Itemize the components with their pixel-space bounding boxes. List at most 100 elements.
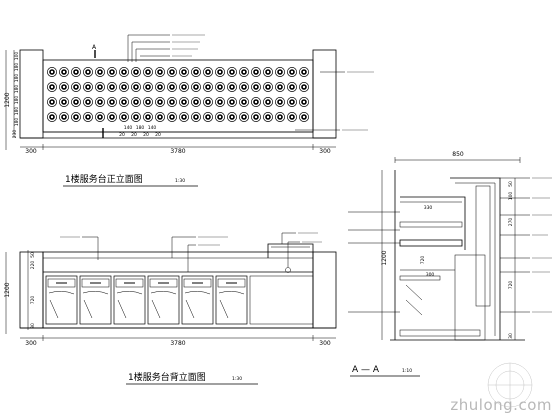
watermark-logo: zhulong.com <box>450 396 552 414</box>
ornament-highlight <box>230 70 234 74</box>
ornament-circle <box>119 97 129 107</box>
back-stack-dim: 50 <box>30 252 36 258</box>
section-a-a: 850 330 720 300 1200 50 100 270 720 30 <box>348 151 552 377</box>
back-dim-middle: 3780 <box>170 340 185 347</box>
ornament-circle <box>191 112 201 122</box>
cabinet-door-swing <box>116 291 143 319</box>
ornament-highlight <box>278 85 282 89</box>
ornament-highlight <box>278 100 282 104</box>
ornament-circle <box>263 67 273 77</box>
ornament-circle <box>191 67 201 77</box>
ornament-circle <box>59 112 69 122</box>
ornament-circle <box>251 67 261 77</box>
ornament-highlight <box>206 70 210 74</box>
ornament-circle <box>299 97 309 107</box>
ornament-highlight <box>158 70 162 74</box>
ornament-highlight <box>170 115 174 119</box>
front-dim-middle: 3780 <box>170 148 185 155</box>
back-counter-body <box>42 251 314 329</box>
ornament-circle <box>299 112 309 122</box>
ornament-circle <box>239 112 249 122</box>
section-bracket <box>405 299 423 316</box>
back-fixture <box>285 267 291 273</box>
ornament-highlight <box>230 115 234 119</box>
ornament-highlight <box>254 85 258 89</box>
front-ornament-grid <box>47 67 309 122</box>
ornament-highlight <box>194 115 198 119</box>
ornament-circle <box>167 97 177 107</box>
ornament-highlight <box>266 100 270 104</box>
ornament-highlight <box>134 70 138 74</box>
ornament-circle <box>203 97 213 107</box>
ornament-circle <box>167 82 177 92</box>
ornament-circle <box>263 112 273 122</box>
ornament-highlight <box>266 115 270 119</box>
ornament-circle <box>59 97 69 107</box>
section-front-face <box>450 177 501 340</box>
ornament-highlight <box>50 70 54 74</box>
front-right-pillar <box>312 49 337 139</box>
section-front-panel <box>475 185 491 307</box>
section-right-dim: 100 <box>508 192 514 201</box>
front-dim-right: 300 <box>319 148 331 155</box>
section-lower-cabinet <box>454 254 486 341</box>
ornament-circle <box>167 67 177 77</box>
ornament-circle <box>131 112 141 122</box>
ornament-highlight <box>230 100 234 104</box>
ornament-highlight <box>254 70 258 74</box>
ornament-highlight <box>110 70 114 74</box>
cabinet-door-swing <box>184 291 211 319</box>
cabinet-door-swing <box>218 291 245 319</box>
ornament-highlight <box>134 85 138 89</box>
ornament-circle <box>155 112 165 122</box>
ornament-circle <box>275 67 285 77</box>
back-elevation-title: 1楼服务台背立面图 <box>128 371 206 383</box>
back-dim-left: 300 <box>25 340 37 347</box>
ornament-circle <box>179 112 189 122</box>
ornament-circle <box>83 97 93 107</box>
ornament-circle <box>215 112 225 122</box>
ornament-circle <box>251 82 261 92</box>
cabinet <box>79 275 112 325</box>
corner-pattern <box>487 362 533 408</box>
ornament-highlight <box>134 115 138 119</box>
section-right-dim: 270 <box>508 218 514 227</box>
ornament-highlight <box>194 70 198 74</box>
cabinet-door-swing <box>82 291 109 319</box>
section-leaders <box>348 177 552 313</box>
ornament-circle <box>275 112 285 122</box>
ornament-circle <box>83 67 93 77</box>
ornament-highlight <box>254 115 258 119</box>
front-elevation-scale: 1:30 <box>175 178 185 184</box>
ornament-circle <box>179 82 189 92</box>
cabinet-drawer <box>81 278 110 288</box>
ornament-highlight <box>218 85 222 89</box>
ornament-circle <box>143 112 153 122</box>
front-bottom-dim: 230 <box>12 130 18 139</box>
ornament-highlight <box>86 70 90 74</box>
cabinet <box>113 275 146 325</box>
ornament-circle <box>179 97 189 107</box>
cabinet-door-swing <box>48 291 75 319</box>
front-stack-dim: 180 <box>14 63 20 72</box>
ornament-circle <box>239 82 249 92</box>
ornament-highlight <box>86 115 90 119</box>
ornament-highlight <box>242 100 246 104</box>
section-right-dim: 50 <box>508 181 514 187</box>
ornament-circle <box>107 82 117 92</box>
ornament-circle <box>95 82 105 92</box>
front-grid-under-dim: 20 <box>155 132 161 138</box>
ornament-circle <box>263 97 273 107</box>
ornament-highlight <box>242 70 246 74</box>
ornament-circle <box>119 112 129 122</box>
ornament-circle <box>71 82 81 92</box>
ornament-circle <box>299 67 309 77</box>
ornament-circle <box>191 82 201 92</box>
back-stack-dim: 220 <box>30 261 36 270</box>
ornament-highlight <box>170 70 174 74</box>
ornament-circle <box>143 97 153 107</box>
ornament-circle <box>107 97 117 107</box>
section-mid-shelf <box>399 239 463 247</box>
ornament-highlight <box>290 85 294 89</box>
ornament-circle <box>191 97 201 107</box>
